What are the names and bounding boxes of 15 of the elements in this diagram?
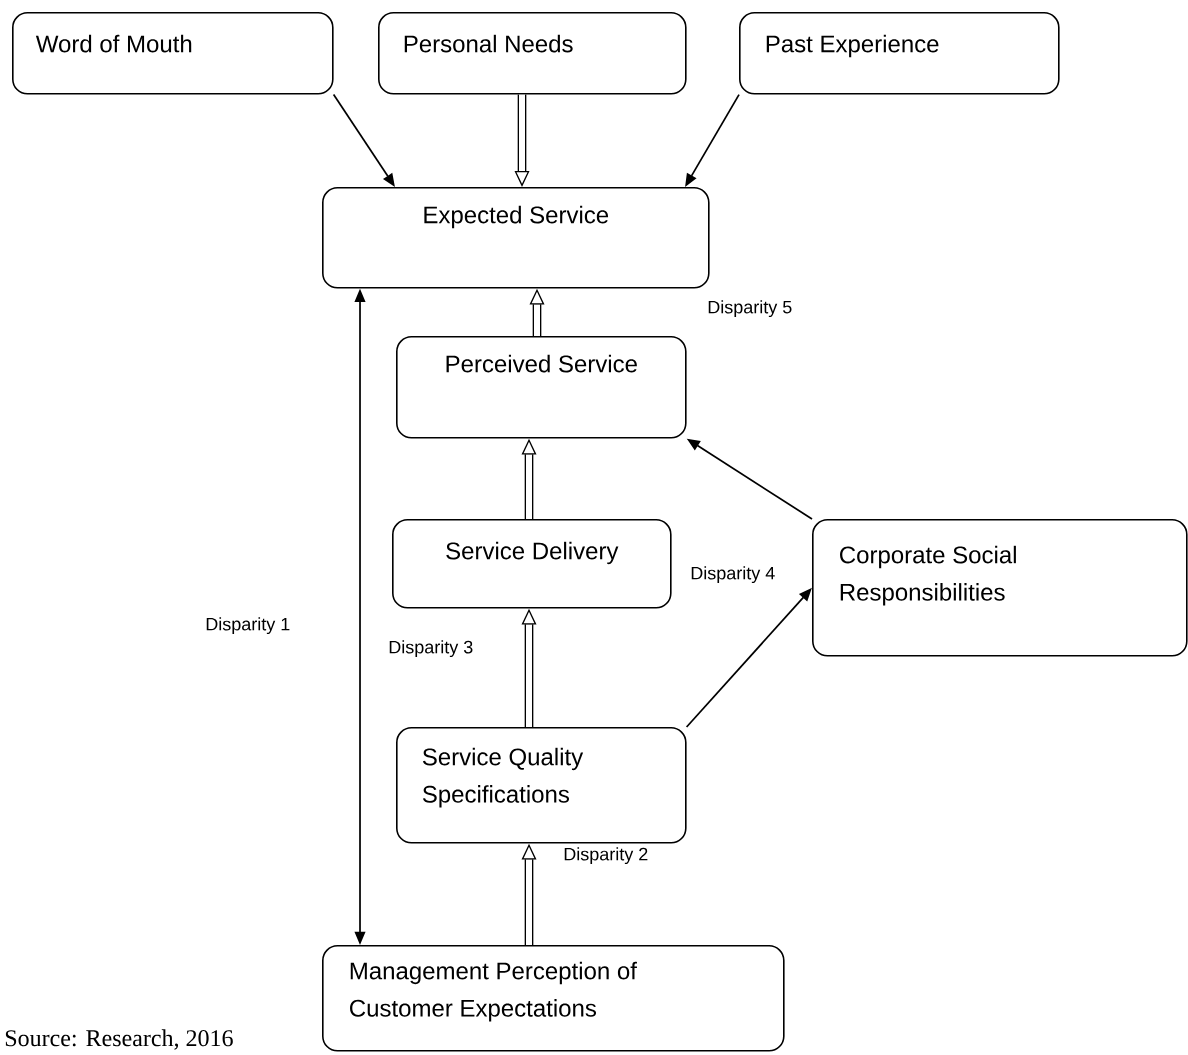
disparity-label: Disparity 3 (389, 640, 473, 658)
process-box: Past Experience (739, 12, 1060, 95)
disparity-label: Disparity 5 (708, 300, 792, 318)
process-box: Word of Mouth (12, 12, 334, 95)
process-box: Personal Needs (378, 12, 687, 95)
process-box: Service Delivery (392, 519, 672, 609)
block-arrow (514, 94, 530, 187)
process-box: Service Quality Specifications (396, 727, 687, 844)
process-box: Corporate Social Responsibilities (812, 519, 1188, 657)
source-note: Source: Research, 2016 (5, 1029, 233, 1050)
process-box: Perceived Service (396, 336, 687, 439)
disparity-label: Disparity 1 (206, 617, 290, 635)
process-box: Management Perception of Customer Expectations (322, 945, 785, 1052)
process-box: Expected Service (322, 187, 710, 289)
disparity-label: Disparity 4 (691, 566, 775, 584)
